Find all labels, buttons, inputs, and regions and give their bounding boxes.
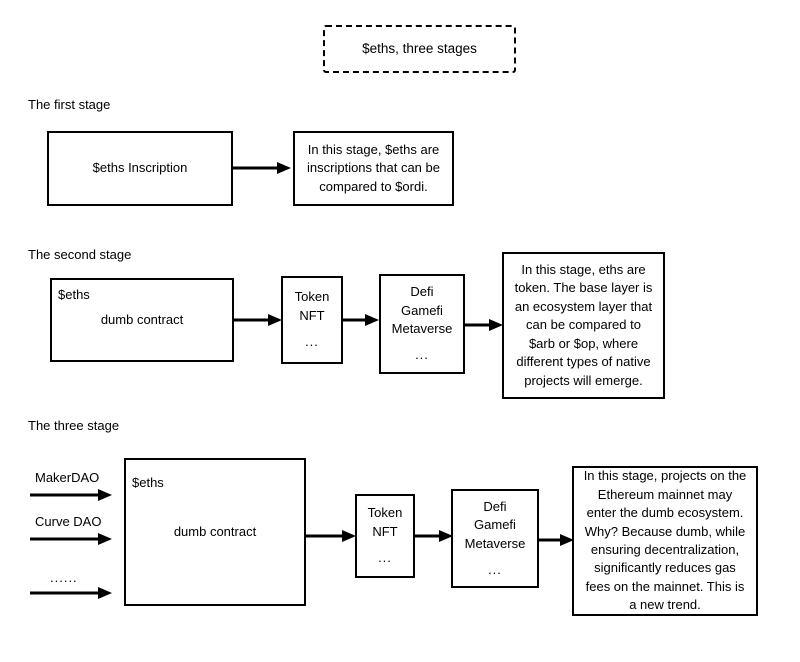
- stage-3-description-box: In this stage, projects on the Ethereum …: [572, 466, 758, 616]
- stage-3-arrow-1-icon: [306, 529, 356, 543]
- stage-1-heading: The first stage: [28, 97, 111, 112]
- stage-1-source-label: $eths Inscription: [92, 160, 188, 176]
- stage-3-token-box: Token NFT ...: [355, 494, 415, 578]
- stage-2-heading: The second stage: [28, 247, 132, 262]
- title-box-label: $eths, three stages: [362, 41, 477, 57]
- stage-3-description-text: In this stage, projects on the Ethereum …: [583, 468, 747, 613]
- stage-2-description-text: In this stage, eths are token. The base …: [514, 261, 653, 388]
- stage-3-token-stack: Token NFT ...: [368, 504, 403, 567]
- stage-2-token-box: Token NFT ...: [281, 276, 343, 364]
- stage-3-token-line-1: Token: [367, 505, 403, 521]
- stage-2-defi-stack: Defi Gamefi Metaverse ...: [392, 283, 453, 365]
- stage-3-arrow-2-icon: [415, 529, 453, 543]
- stage-2-token-line-2: NFT: [299, 307, 325, 323]
- stage-2-arrow-2-icon: [343, 313, 379, 327]
- stage-3-source-corner-label: $eths: [132, 475, 164, 490]
- title-box: $eths, three stages: [323, 25, 516, 73]
- stage-3-input-label-3: ......: [50, 570, 78, 585]
- stage-2-defi-line-1: Defi: [410, 284, 434, 300]
- stage-3-arrow-3-icon: [539, 533, 574, 547]
- stage-1-arrow-icon: [233, 161, 291, 175]
- stage-3-defi-line-1: Defi: [483, 498, 507, 514]
- stage-3-defi-box: Defi Gamefi Metaverse ...: [451, 489, 539, 588]
- stage-3-heading: The three stage: [28, 418, 120, 433]
- stage-2-defi-dots: ...: [415, 347, 429, 363]
- stage-3-input-arrow-3-icon: [30, 586, 112, 600]
- stage-3-input-arrow-2-icon: [30, 532, 112, 546]
- stage-3-defi-stack: Defi Gamefi Metaverse ...: [465, 498, 526, 580]
- stage-3-token-dots: ...: [378, 550, 392, 566]
- stage-2-source-corner-label: $eths: [58, 287, 90, 302]
- stage-3-defi-line-3: Metaverse: [464, 535, 526, 551]
- stage-2-arrow-3-icon: [465, 318, 503, 332]
- stage-3-input-arrow-1-icon: [30, 488, 112, 502]
- stage-2-defi-box: Defi Gamefi Metaverse ...: [379, 274, 465, 374]
- stage-2-arrow-1-icon: [234, 313, 282, 327]
- stage-3-source-label: dumb contract: [173, 523, 257, 539]
- stage-1-description-text: In this stage, $eths are inscriptions th…: [307, 141, 440, 194]
- stage-2-defi-line-3: Metaverse: [391, 321, 453, 336]
- stage-2-source-box: dumb contract: [50, 278, 234, 362]
- stage-2-defi-line-2: Gamefi: [401, 302, 443, 318]
- stage-2-token-dots: ...: [305, 334, 319, 350]
- stage-3-input-label-1: MakerDAO: [35, 470, 100, 485]
- stage-3-defi-dots: ...: [488, 561, 502, 577]
- stage-2-description-box: In this stage, eths are token. The base …: [502, 252, 665, 399]
- stage-2-token-line-1: Token: [294, 289, 330, 305]
- stage-3-input-label-2: Curve DAO: [35, 514, 102, 529]
- stage-2-token-stack: Token NFT ...: [295, 288, 330, 351]
- stage-1-description-box: In this stage, $eths are inscriptions th…: [293, 131, 454, 206]
- stage-2-source-label: dumb contract: [100, 311, 184, 327]
- stage-1-source-box: $eths Inscription: [47, 131, 233, 206]
- stage-3-defi-line-2: Gamefi: [474, 517, 516, 533]
- stage-3-source-box: dumb contract: [124, 458, 306, 606]
- stage-3-token-line-2: NFT: [372, 523, 398, 539]
